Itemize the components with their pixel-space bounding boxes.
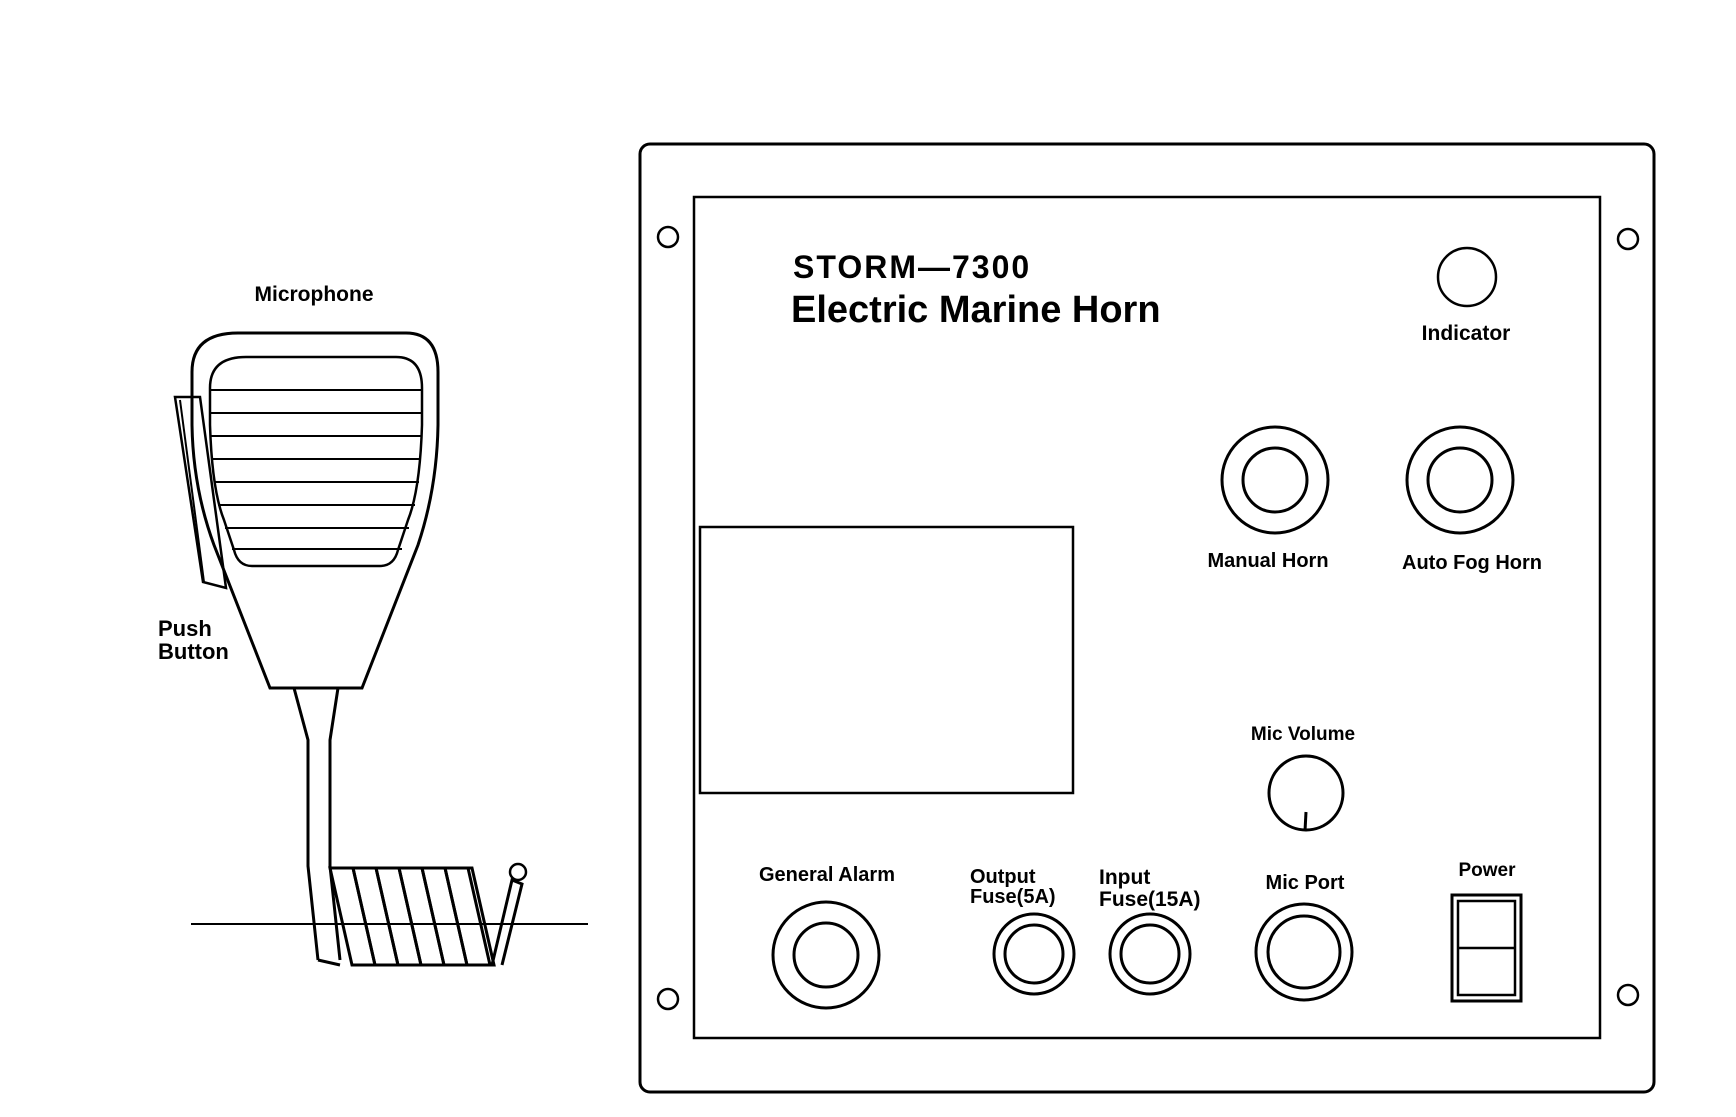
input-fuse-holder[interactable] (1108, 912, 1192, 996)
output-fuse-label-line1: Output (970, 866, 1036, 888)
mounting-hole (656, 987, 680, 1011)
microphone-label: Microphone (255, 283, 374, 306)
manual-horn-label: Manual Horn (1207, 550, 1328, 572)
cord-coil (317, 862, 528, 967)
microphone-grille (211, 389, 421, 550)
panel-outer-frame (638, 142, 1656, 1094)
model-name: STORM—7300 (793, 249, 1031, 285)
manual-horn-button[interactable] (1220, 425, 1330, 535)
auto-fog-horn-button[interactable] (1405, 425, 1515, 535)
input-fuse-label-line1: Input (1099, 866, 1150, 889)
push-button-label-line1: Push (158, 616, 212, 641)
output-fuse-holder[interactable] (992, 912, 1076, 996)
mounting-hole (656, 225, 680, 249)
mic-volume-label: Mic Volume (1251, 724, 1355, 745)
input-fuse-label-line2: Fuse(15A) (1099, 888, 1201, 911)
mic-volume-knob[interactable] (1267, 754, 1345, 832)
output-fuse-label-line2: Fuse(5A) (970, 886, 1056, 908)
mounting-hole (1616, 983, 1640, 1007)
microphone-body (190, 331, 440, 690)
push-button-label-line2: Button (158, 639, 229, 664)
power-label: Power (1458, 860, 1516, 881)
microphone-illustration: Microphone Push Button (158, 283, 588, 967)
indicator-lamp (1436, 246, 1498, 308)
general-alarm-button[interactable] (771, 900, 881, 1010)
panel-face (692, 195, 1602, 1040)
power-switch[interactable] (1450, 893, 1523, 1003)
mic-port-label: Mic Port (1266, 872, 1345, 894)
general-alarm-label: General Alarm (759, 864, 895, 886)
mounting-hole (1616, 227, 1640, 251)
auto-fog-horn-label: Auto Fog Horn (1402, 552, 1542, 574)
microphone-cord (292, 687, 342, 961)
product-name: Electric Marine Horn (791, 289, 1161, 331)
indicator-label: Indicator (1422, 322, 1511, 345)
mic-port-socket[interactable] (1254, 902, 1354, 1002)
control-panel: STORM—7300 Electric Marine Horn Indicato… (638, 142, 1656, 1094)
display-window (698, 525, 1075, 795)
